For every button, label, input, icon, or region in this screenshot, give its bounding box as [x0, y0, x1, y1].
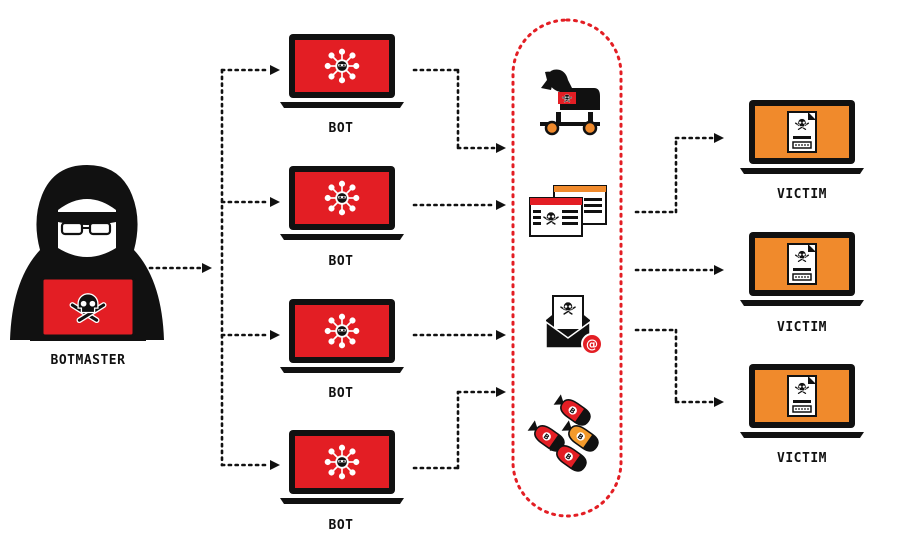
- connector-victims: [634, 133, 724, 407]
- victim-laptop-icon: [740, 232, 864, 306]
- bot-2: BOT: [280, 166, 404, 269]
- victim-label: VICTIM: [777, 451, 827, 466]
- attack-vector-container: [511, 18, 623, 518]
- botmaster-label: BOTMASTER: [51, 353, 126, 368]
- botmaster: BOTMASTER: [10, 165, 164, 368]
- bot-1: BOT: [280, 34, 404, 136]
- bot-4: BOT: [280, 430, 404, 533]
- bot-label: BOT: [329, 386, 354, 401]
- bot-label: BOT: [329, 121, 354, 136]
- bot-laptop-icon: [280, 299, 404, 373]
- victim-label: VICTIM: [777, 320, 827, 335]
- bot-label: BOT: [329, 254, 354, 269]
- victim-laptop-icon: [740, 364, 864, 438]
- victim-2: VICTIM: [740, 232, 864, 335]
- connector-botmaster: [148, 65, 280, 470]
- victim-laptop-icon: [740, 100, 864, 174]
- svg-text:@: @: [586, 338, 598, 352]
- victim-3: VICTIM: [740, 364, 864, 466]
- victim-label: VICTIM: [777, 187, 827, 202]
- spam-document-icon: [529, 185, 607, 237]
- trojan-horse-icon: [540, 69, 600, 136]
- bot-laptop-icon: [280, 34, 404, 108]
- hooded-hacker-icon: [10, 165, 164, 341]
- victim-1: VICTIM: [740, 100, 864, 202]
- bot-label: BOT: [329, 518, 354, 533]
- bot-laptop-icon: [280, 166, 404, 240]
- bot-3: BOT: [280, 299, 404, 401]
- bot-laptop-icon: [280, 430, 404, 504]
- phishing-email-icon: @: [545, 295, 603, 355]
- connector-bots: [412, 68, 506, 470]
- bomb-icon: [525, 391, 602, 475]
